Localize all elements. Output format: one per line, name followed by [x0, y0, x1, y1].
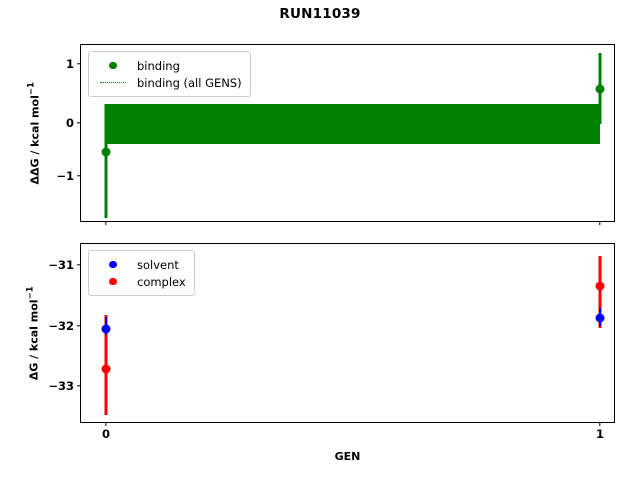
- binding-errorbar-gen0: [104, 104, 108, 218]
- bottom-panel-ylabel: ΔG / kcal mol−1: [26, 268, 41, 398]
- binding-all-gens-line-icon: [96, 82, 130, 83]
- bottom-ylabel-text: ΔG / kcal mol: [27, 299, 41, 381]
- top-panel-ylabel: ΔΔG / kcal mol−1: [27, 68, 42, 198]
- binding-all-gens-band: [106, 104, 600, 144]
- top-xtick-mark-0: [105, 221, 107, 225]
- top-ytick-mark-1: [77, 63, 81, 65]
- legend-label-solvent: solvent: [137, 257, 179, 272]
- binding-point-gen1: [595, 84, 605, 94]
- bottom-panel-legend[interactable]: solvent complex: [88, 250, 195, 296]
- legend-item-complex[interactable]: complex: [96, 273, 186, 290]
- binding-point-gen0: [101, 147, 111, 157]
- top-plot-area: [81, 45, 614, 221]
- bottom-ytick-label-neg33: −33: [48, 379, 74, 393]
- binding-marker-icon: [96, 61, 130, 70]
- top-ylabel-text: ΔΔG / kcal mol: [28, 95, 42, 185]
- bottom-ytick-label-neg31: −31: [48, 258, 74, 272]
- bottom-ytick-mark-neg33: [77, 385, 81, 387]
- bottom-ytick-mark-neg32: [77, 325, 81, 327]
- top-xtick-mark-1: [599, 221, 601, 225]
- complex-point-gen0: [101, 364, 111, 374]
- bottom-ytick-label-neg32: −32: [48, 319, 74, 333]
- top-ytick-mark-neg1: [77, 175, 81, 177]
- legend-item-solvent[interactable]: solvent: [96, 256, 186, 273]
- top-panel-axes: 1 0 −1 binding: [56, 44, 615, 225]
- bottom-xtick-mark-1: [599, 422, 601, 426]
- figure-title: RUN11039: [279, 6, 361, 22]
- complex-point-gen1: [595, 281, 605, 291]
- top-ytick-label-0: 0: [65, 116, 74, 130]
- bottom-panel-xlabel: GEN: [334, 450, 361, 463]
- top-panel-legend[interactable]: binding binding (all GENS): [88, 51, 251, 97]
- legend-item-binding-all-gens[interactable]: binding (all GENS): [96, 74, 242, 91]
- solvent-point-gen1: [595, 313, 605, 323]
- bottom-xtick-label-0: 0: [101, 427, 111, 441]
- legend-label-complex: complex: [137, 274, 186, 289]
- binding-all-gens-mean-line: [106, 123, 600, 124]
- top-ytick-label-1: 1: [65, 57, 74, 71]
- complex-marker-icon: [96, 277, 130, 286]
- bottom-panel-axes: −31 −32 −33 0 1: [48, 243, 615, 441]
- legend-item-binding[interactable]: binding: [96, 57, 242, 74]
- bottom-xtick-mark-0: [105, 422, 107, 426]
- top-ytick-label-neg1: −1: [56, 169, 74, 183]
- legend-label-binding-all-gens: binding (all GENS): [137, 75, 242, 90]
- top-ylabel-exponent: −1: [26, 82, 37, 96]
- solvent-point-gen0: [101, 324, 111, 334]
- top-ytick-mark-0: [77, 122, 81, 124]
- bottom-xtick-label-1: 1: [595, 427, 605, 441]
- bottom-ylabel-exponent: −1: [25, 286, 36, 300]
- solvent-marker-icon: [96, 260, 130, 269]
- bottom-ytick-mark-neg31: [77, 264, 81, 266]
- complex-errorbar-gen1: [598, 256, 602, 328]
- legend-label-binding: binding: [137, 58, 180, 73]
- bottom-plot-area: [81, 244, 614, 422]
